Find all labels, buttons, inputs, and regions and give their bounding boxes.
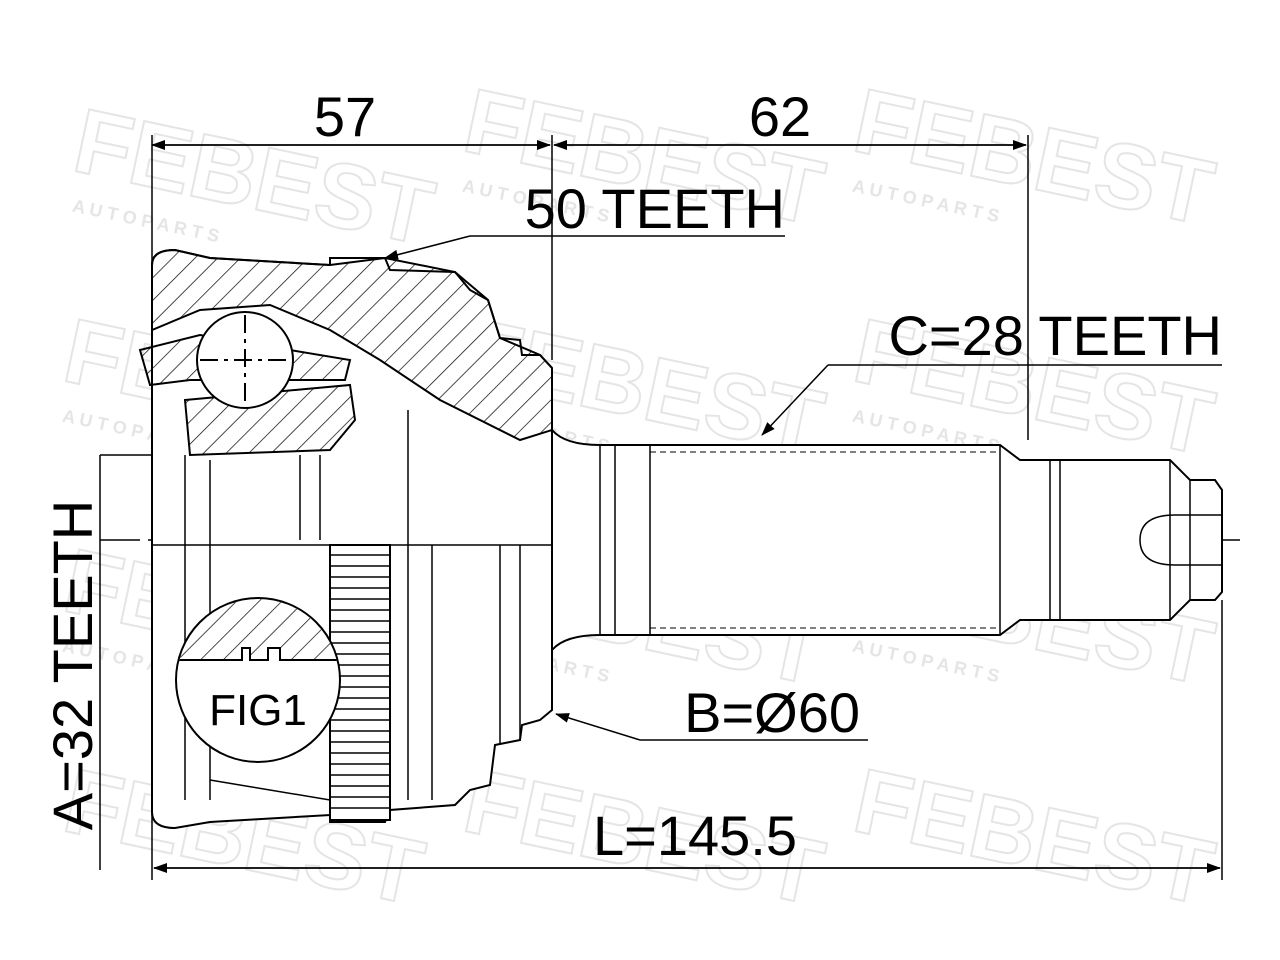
shaft [551,427,1223,653]
watermark-brand: FEBEST [846,70,1222,245]
dim-57: 57 [314,85,376,148]
outer-teeth-label: 50 TEETH [525,177,785,240]
fig1-label: FIG1 [209,686,307,735]
dim-62: 62 [749,85,811,148]
watermark-brand: FEBEST [66,90,442,265]
shaft-teeth-label: C=28 TEETH [888,304,1222,367]
total-length-label: L=145.5 [593,804,797,867]
inner-teeth-label: A=32 TEETH [41,500,104,830]
diameter-label: B=Ø60 [684,681,860,744]
watermark-brand: FEBEST [846,750,1222,925]
labels: 57 62 50 TEETH C=28 TEETH B=Ø60 L=145.5 … [41,85,1222,867]
fig1-detail [175,597,341,763]
